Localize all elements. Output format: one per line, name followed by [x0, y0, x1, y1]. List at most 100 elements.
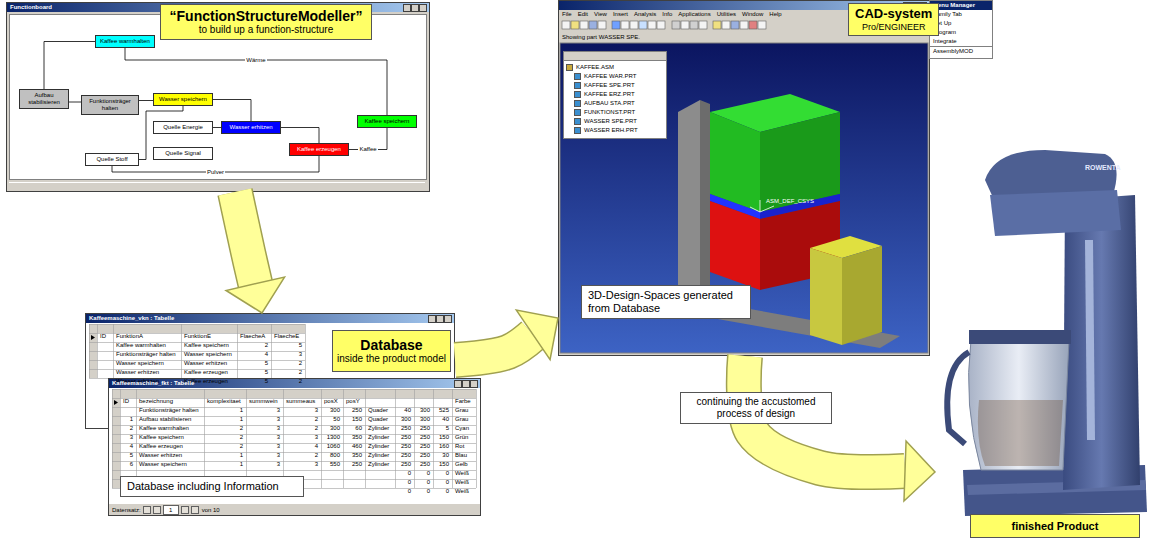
table-cell-text: Quader: [368, 406, 388, 415]
table-cell-text: 40: [404, 406, 411, 415]
table-cell-text: Wasser erhitzen: [139, 451, 182, 460]
process-arrow: [226, 192, 284, 313]
table-cell: FunktionE: [181, 324, 237, 333]
table-cell-text: 2: [240, 442, 243, 451]
process-arrow: [744, 356, 935, 501]
table-cell-text: Weiß: [455, 478, 469, 487]
table-cell: 5: [120, 443, 136, 452]
table-cell-text: posY: [346, 397, 360, 406]
function-name: Kaffee erzeugen: [292, 146, 346, 153]
coordinate-system-label: ASM_DEF_CSYS: [766, 198, 814, 205]
table-cell: ID: [120, 389, 136, 398]
table-cell: 0: [414, 470, 433, 479]
table-cell-text: komplexitaet: [207, 397, 241, 406]
table-cell-text: 2: [240, 424, 243, 433]
function-box: Kaffee warmhalten: [95, 35, 155, 48]
table-cell-text: 300: [330, 406, 340, 415]
table-cell: 525: [433, 398, 452, 407]
arrow-body: [455, 335, 533, 360]
table-cell: 300: [414, 398, 433, 407]
tree-item: FUNKTIONST.PRT: [584, 108, 635, 117]
function-box: Quelle Signal: [153, 147, 213, 160]
table-cell-text: Grau: [455, 406, 468, 415]
cad-window: FileEditViewInsertAnalysisInfoApplicatio…: [558, 0, 930, 356]
window-button: [454, 380, 462, 388]
record-field: 1: [163, 505, 179, 515]
function-name: Quelle Signal: [156, 150, 210, 157]
window-button: [462, 380, 470, 388]
window-title: Kaffeemaschine_vkn : Tabelle: [86, 314, 454, 323]
table-cell-text: 60: [355, 424, 362, 433]
table-cell-text: ID: [100, 332, 106, 341]
flow-line: [213, 127, 221, 128]
table-cell-text: Funktionsträger halten: [116, 350, 176, 359]
note-box: continuing the accustomed process of des…: [680, 392, 832, 424]
function-name: Wasser erhitzen: [224, 124, 278, 131]
arrow-body: [744, 356, 905, 472]
table-cell: 40: [395, 398, 414, 407]
table-cell: FlaecheE: [271, 324, 305, 333]
function-box: Aufbau stabilisieren: [19, 89, 69, 109]
table-cell-text: Rot: [455, 442, 464, 451]
tree-row: KAFFEE SPE.PRT: [566, 81, 664, 90]
table-cell-text: 5: [299, 341, 302, 350]
menu-item: Help: [766, 10, 784, 19]
callout-text: Database: [337, 337, 446, 353]
status-line: Showing part WASSER SPE.: [562, 33, 640, 42]
table-cell-text: Zylinder: [368, 424, 389, 433]
function-box: Wasser speichern: [153, 93, 213, 106]
table-cell-text: 460: [352, 442, 362, 451]
function-name: Quelle Stoff: [88, 156, 136, 163]
arrow-outline: [744, 356, 905, 472]
table-cell-text: 150: [439, 460, 449, 469]
table-cell-text: 2: [299, 377, 302, 386]
flow-line-path: [125, 48, 387, 115]
table-cell-text: 250: [352, 406, 362, 415]
flow-line: [139, 106, 183, 160]
menu-item: Analysis: [631, 10, 659, 19]
flow-line-path: [213, 127, 221, 128]
table-cell-text: Wasser erhitzen: [116, 368, 159, 377]
table-cell-text: 300: [420, 406, 430, 415]
tree-row: KAFFEE.ASM: [566, 63, 664, 72]
title-bar: Kaffeemaschine_fkt : Tabelle: [109, 379, 480, 388]
part-icon: [574, 118, 581, 125]
table-cell-text: 4: [315, 442, 318, 451]
flow-line: [125, 48, 387, 115]
table-cell: 4: [120, 434, 136, 443]
record-number: 1: [164, 506, 178, 514]
tree-item: KAFFEE SPE.PRT: [584, 81, 635, 90]
table-cell-text: 525: [439, 406, 449, 415]
table-cell-text: ID: [123, 397, 129, 406]
table-cell-text: Kaffee warmhalten: [139, 424, 189, 433]
flow-line-path: [213, 100, 251, 122]
table-cell-text: Blau: [455, 451, 467, 460]
table-cell-text: 0: [427, 478, 430, 487]
flow-label: Wärme: [245, 57, 266, 64]
arrow-head: [226, 277, 284, 313]
navigation-button: [191, 506, 199, 514]
table-cell-text: 250: [401, 451, 411, 460]
table-cell-text: 2: [315, 451, 318, 460]
table-cell: 2: [120, 416, 136, 425]
function-box: Quelle Energie: [153, 121, 213, 134]
flow-line-path: [281, 128, 319, 144]
function-name: Funktionsträger halten: [84, 98, 136, 112]
window-button: [470, 380, 478, 388]
table-cell-text: Zylinder: [368, 451, 389, 460]
record-label: Datensatz:: [112, 506, 141, 514]
table-cell-text: 2: [130, 424, 133, 433]
table-cell: ID: [97, 324, 113, 333]
menu-item: View: [591, 10, 610, 19]
table-cell-text: Zylinder: [368, 460, 389, 469]
table-cell-text: Wasser speichern: [116, 359, 164, 368]
flow-line-path: [69, 102, 81, 103]
tree-row: KAFFEE ERZ.PRT: [566, 90, 664, 99]
note-text: Database including Information: [127, 480, 297, 493]
window-button: [436, 315, 444, 323]
table-cell-text: Wasser speichern: [184, 350, 232, 359]
callout-text: to build up a function-structure: [167, 24, 365, 36]
tree-item: AUFBAU STA.PRT: [584, 99, 635, 108]
table-cell-text: FunktionA: [116, 332, 143, 341]
arrow-head: [516, 310, 558, 360]
